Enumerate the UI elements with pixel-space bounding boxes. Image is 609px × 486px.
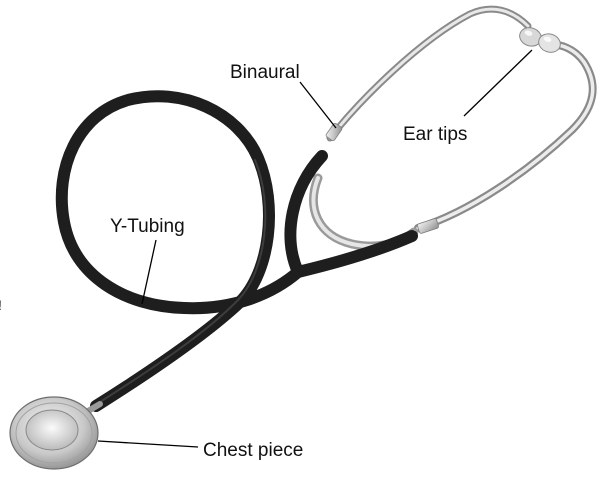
label-ear-tips: Ear tips	[403, 124, 467, 145]
stray-mark: !	[0, 297, 2, 313]
label-y-tubing: Y-Tubing	[110, 216, 185, 237]
binaural-leader	[300, 82, 336, 128]
ear-tips	[517, 25, 563, 55]
label-binaural: Binaural	[230, 62, 300, 83]
right-ferrule	[417, 218, 439, 234]
y-tubing	[62, 96, 412, 406]
chest-piece-leader	[98, 441, 198, 447]
chest-piece	[10, 397, 100, 469]
left-ear-tube	[330, 9, 528, 138]
ear-tips-leader	[464, 50, 532, 116]
label-chest-piece: Chest piece	[203, 440, 303, 461]
chest-piece-diaphragm	[26, 410, 78, 450]
y-tubing-leader	[142, 240, 156, 304]
